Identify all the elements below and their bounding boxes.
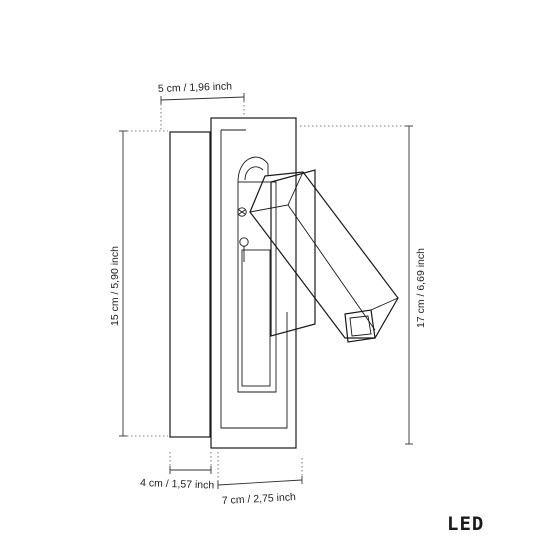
wall-reading-lamp-drawing [169,117,399,449]
dim-width-top: 5 cm / 1,96 inch [158,80,245,130]
dim-depth-bottom-label: 4 cm / 1,57 inch [140,477,215,492]
front-plate [210,117,297,449]
led-badge-icon: LED [447,513,484,535]
dim-height-left-label: 15 cm / 5,90 inch [109,246,121,326]
dim-height-right-label: 17 cm / 6,69 inch [415,248,427,328]
swivel-arm [270,169,316,337]
led-lens [344,309,376,343]
dim-depth-bottom: 4 cm / 1,57 inch [140,452,215,492]
dim-width-bottom: 7 cm / 2,75 inch [217,452,303,507]
dim-height-right: 17 cm / 6,69 inch [300,125,427,445]
switch-button-icon [239,237,249,247]
dim-height-left: 15 cm / 5,90 inch [109,130,168,437]
led-badge-label: LED [447,513,484,535]
pivot-screw-icon [237,207,247,217]
plate-recess [220,130,288,429]
pivot-housing [237,156,269,183]
dim-width-top-label: 5 cm / 1,96 inch [158,80,233,95]
arm-body [249,171,399,339]
back-box [169,131,211,438]
dim-width-bottom-label: 7 cm / 2,75 inch [222,491,297,507]
